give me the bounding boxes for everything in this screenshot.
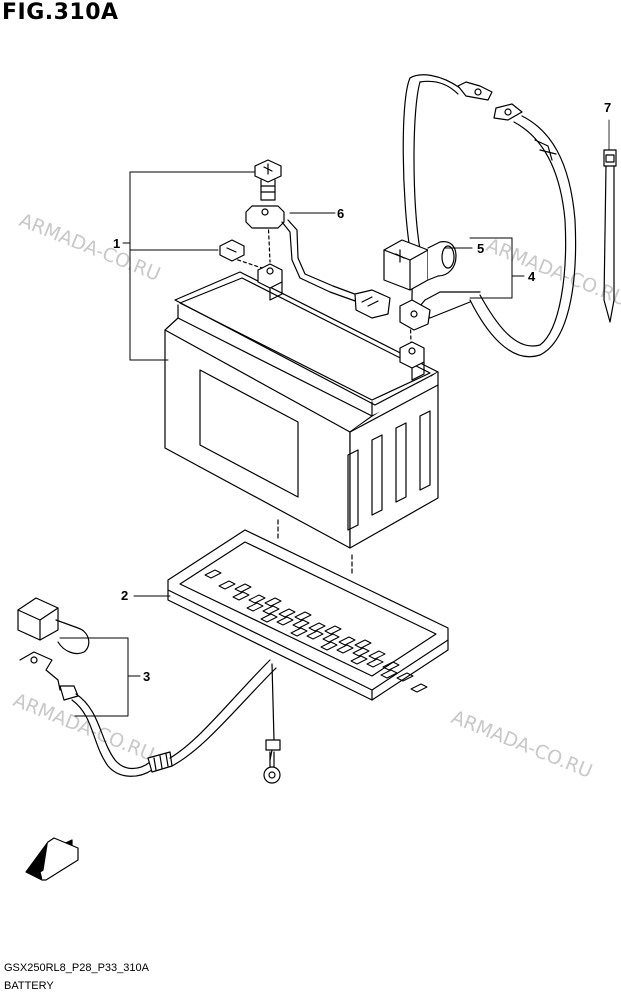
footer-part-code: GSX250RL8_P28_P33_310A [4, 962, 149, 974]
tray-slot [338, 636, 356, 646]
tray-slot [218, 580, 236, 590]
tray-slot [410, 683, 428, 693]
leader-lines [59, 171, 525, 717]
tray-slot [322, 633, 340, 643]
tray-slot [396, 672, 414, 682]
tray-slot [260, 613, 278, 623]
callout-6: 6 [337, 206, 344, 221]
cable-band [603, 119, 617, 323]
callout-7: 7 [604, 100, 611, 115]
tray-slot [306, 630, 324, 640]
tray-slot [292, 619, 310, 629]
tray-slot [368, 650, 386, 660]
tray-slot [366, 658, 384, 668]
callout-3: 3 [143, 669, 150, 684]
tray-slot [232, 591, 250, 601]
battery-bolt [254, 159, 282, 201]
tray-slot [204, 569, 222, 579]
callout-1: 1 [113, 236, 120, 251]
footer-figure-name: BATTERY [4, 980, 54, 992]
tray-slot [324, 625, 342, 635]
terminal-cover [383, 239, 457, 291]
tray-slot [352, 647, 370, 657]
tray-slot [320, 641, 338, 651]
figure-title: FIG.310A [2, 0, 119, 25]
positive-lead-cable [399, 74, 577, 358]
tray-slot [350, 655, 368, 665]
tray-slot [380, 669, 398, 679]
tray-slot [248, 594, 266, 604]
watermark: ARMADA-CO.RU [16, 209, 163, 286]
tray-slot [382, 661, 400, 671]
battery-tray [167, 529, 449, 701]
battery-nut [219, 239, 245, 262]
callout-5: 5 [477, 241, 484, 256]
tray-slot [294, 611, 312, 621]
tray-slot [276, 616, 294, 626]
tray-slot [262, 605, 280, 615]
tray-slot [264, 597, 282, 607]
watermark: ARMADA-CO.RU [483, 234, 621, 311]
tray-slot [278, 608, 296, 618]
watermark: ARMADA-CO.RU [448, 706, 595, 783]
tray-slot [354, 639, 372, 649]
negative-lead-cable [245, 205, 391, 319]
battery [164, 217, 439, 576]
callout-2: 2 [121, 588, 128, 603]
tray-slot [336, 644, 354, 654]
fwd-arrow [25, 837, 79, 881]
tray-slot [234, 583, 252, 593]
callout-4: 4 [528, 269, 536, 284]
tray-slots [204, 569, 428, 693]
tray-slot [246, 602, 264, 612]
tray-slot [308, 622, 326, 632]
tray-slot [290, 627, 308, 637]
callouts: 1 2 3 4 5 6 7 [113, 100, 611, 684]
ground-lead-cable [17, 597, 281, 784]
